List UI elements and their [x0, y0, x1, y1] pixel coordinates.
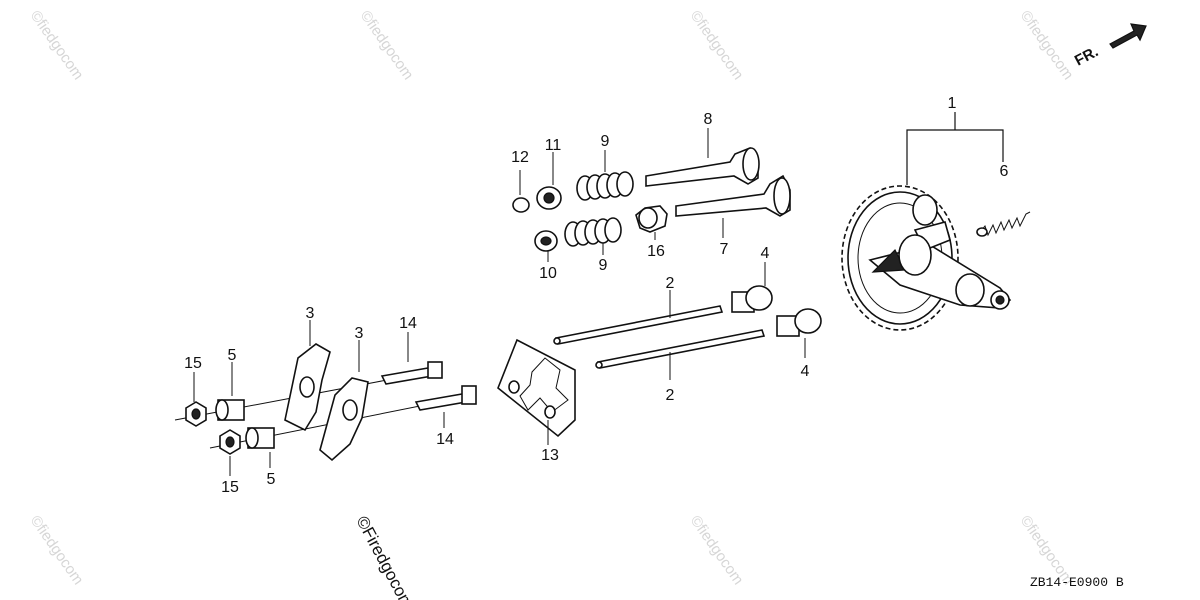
callout-14: 14: [436, 431, 454, 448]
callout-4: 4: [801, 363, 810, 380]
callout-8: 8: [704, 111, 713, 128]
valves: [645, 128, 791, 238]
push-rods-and-tappets: [553, 262, 822, 380]
callout-1: 1: [948, 95, 957, 112]
callout-14: 14: [399, 315, 417, 332]
callout-10: 10: [539, 265, 557, 282]
callout-15: 15: [221, 479, 239, 496]
callout-13: 13: [541, 447, 559, 464]
watermark: ©fiedgocom: [357, 8, 417, 84]
callout-2: 2: [666, 387, 675, 404]
watermark: ©fiedgocom: [687, 513, 747, 589]
callout-7: 7: [720, 241, 729, 258]
watermark: ©fiedgocom: [27, 8, 87, 84]
callout-9: 9: [599, 257, 608, 274]
leader-line: [906, 129, 1004, 162]
watermark: ©fiedgocom: [1017, 8, 1077, 84]
callout-12: 12: [511, 149, 529, 166]
front-direction-indicator: FR.: [1072, 23, 1147, 70]
callout-3: 3: [355, 325, 364, 342]
callout-5: 5: [267, 471, 276, 488]
callout-2: 2: [666, 275, 675, 292]
callout-11: 11: [545, 137, 562, 154]
watermark-dark: ©Firedgocom: [352, 513, 417, 600]
watermark: ©fiedgocom: [687, 8, 747, 84]
valve-springs-and-retainers: [512, 150, 668, 262]
callout-5: 5: [228, 347, 237, 364]
watermark: ©fiedgocom: [27, 513, 87, 589]
front-label: FR.: [1072, 43, 1101, 69]
push-rod-guide-plate: [497, 338, 576, 445]
rocker-arm-assembly: [174, 320, 477, 476]
callout-16: 16: [647, 243, 665, 260]
callout-15: 15: [184, 355, 202, 372]
callout-3: 3: [306, 305, 315, 322]
callout-4: 4: [761, 245, 770, 262]
camshaft-assembly: [841, 112, 1031, 331]
diagram-code: ZB14-E0900 B: [1030, 575, 1124, 590]
front-arrow-icon: [1109, 23, 1147, 49]
callout-9: 9: [601, 133, 610, 150]
callout-6: 6: [1000, 163, 1009, 180]
callout-labels: 1 2 2 3 3 4 4 5 5 6 7 8 9 9 10 11 12 13 …: [184, 95, 1008, 496]
